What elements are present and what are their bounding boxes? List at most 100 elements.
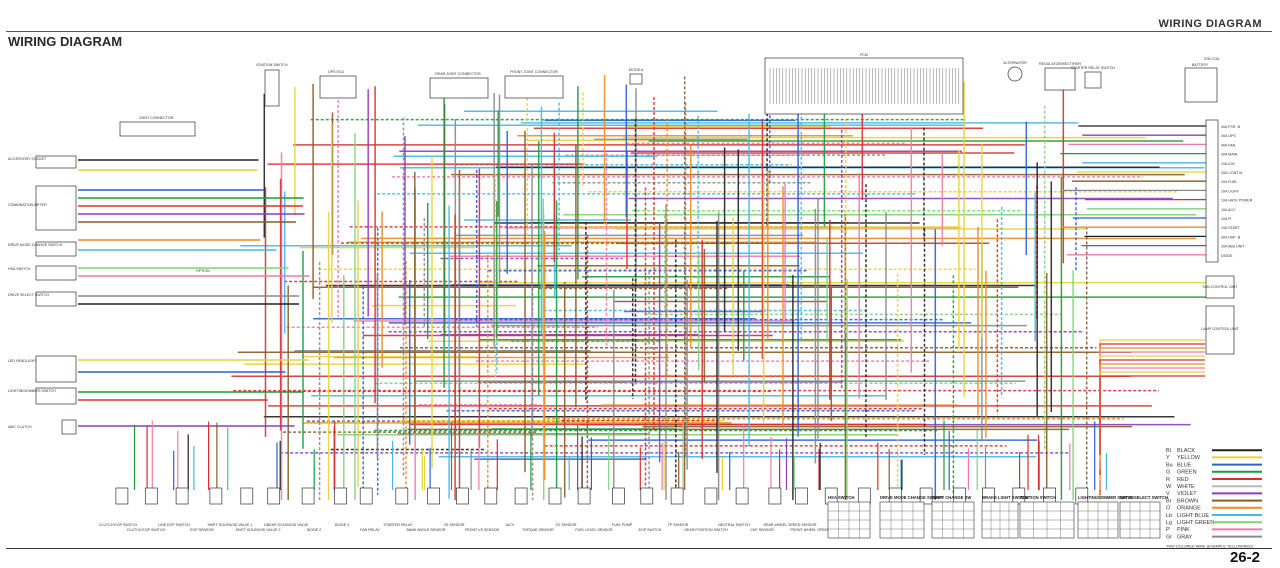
fuse-label-3: 30A MAIN (1221, 153, 1238, 157)
legend-name-6: VIOLET (1177, 491, 1197, 497)
right-label-2: LAMP CONTROL UNIT (1201, 327, 1239, 331)
fuse-column (1205, 119, 1219, 263)
fuse-label-10: 10A FI (1221, 217, 1231, 221)
legend-code-6: V (1166, 491, 1170, 497)
bottom-connector-box (359, 487, 373, 505)
bottom-connector-box (514, 487, 528, 505)
legend-name-9: LIGHT BLUE (1177, 513, 1209, 519)
bottom-connector-box (795, 487, 808, 505)
bottom-label-25: FRONT WHEEL SPEED SENSOR (790, 528, 846, 532)
legend-name-10: LIGHT GREEN (1177, 520, 1214, 526)
legend-name-1: YELLOW (1177, 455, 1201, 461)
left-component-box (35, 155, 77, 169)
bottom-connector-box (209, 487, 223, 505)
fuse-label-8: 10A HAYE POWER (1221, 199, 1253, 203)
legend-name-0: BLACK (1177, 448, 1195, 454)
bottom-connector-box (240, 487, 254, 505)
legend-code-12: Gr (1166, 534, 1172, 540)
bottom-connector-box (175, 487, 189, 505)
legend-code-2: Bu (1166, 462, 1173, 468)
top-label-10: BATTERY (1192, 63, 1209, 67)
fuse-label-11: 10A START (1221, 226, 1240, 230)
bottom-label-9: FAN RELAY (360, 528, 380, 532)
legend-name-7: BROWN (1177, 498, 1198, 504)
header-section-title: WIRING DIAGRAM (1158, 18, 1262, 30)
wire-layer (78, 75, 1210, 500)
fuse-label-9: 10A ACC (1221, 208, 1236, 212)
legend-note: TWO COLORED WIRE (EXAMPLE YELLOW/RED) (1166, 545, 1254, 549)
bottom-connector-box (640, 487, 654, 505)
bottom-connector-box (395, 487, 409, 505)
fuse-label-5: 20A CONT M (1221, 171, 1242, 175)
left-component-box (35, 241, 77, 257)
bottom-connector-box (735, 487, 749, 505)
legend-code-7: Br (1166, 498, 1172, 504)
bottom-label-17: FUEL LEVEL SENSOR (575, 528, 613, 532)
top-label-5: DIODE A (629, 68, 644, 72)
fan-control-unit-box (1205, 275, 1235, 299)
left-component-box (35, 185, 77, 231)
bottom-connector-box (857, 487, 871, 505)
left-label-0: ACCESSORY SOCKET (8, 157, 47, 161)
legend-name-12: GRAY (1177, 534, 1193, 540)
legend-name-2: BLUE (1177, 462, 1192, 468)
bottom-connector-box (704, 487, 718, 505)
bottom-connector-box (1012, 487, 1026, 505)
left-label-5: LED HEADLIGHT (8, 359, 37, 363)
switch-table-title-1: DRIVE MODE CHANGE SWITCH (880, 495, 944, 500)
legend-name-11: PINK (1177, 527, 1190, 533)
wire (1099, 355, 1205, 480)
bottom-label-7: DIODE 2 (307, 528, 321, 532)
header-rule (6, 31, 1272, 32)
page-title: WIRING DIAGRAM (8, 34, 123, 49)
fuse-label-12: 30A HSP -B (1221, 235, 1241, 239)
top-label-9: STARTER RELAY SWITCH (1071, 66, 1115, 70)
bottom-label-13: FRONT VS SENSOR (465, 528, 500, 532)
top-label-8: REGULATOR/RECTIFIER (1039, 62, 1081, 66)
bottom-label-15: TORQUE SENSOR (522, 528, 554, 532)
legend-code-4: R (1166, 477, 1170, 483)
fuse-label-0: 40A FSR -B (1221, 125, 1241, 129)
legend-name-4: RED (1177, 477, 1189, 483)
fuse-label-13: 20A ABS UNIT (1221, 245, 1245, 249)
top-label-3: REAR JOINT CONNECTOR (435, 72, 481, 76)
page-number: 26-2 (1229, 549, 1260, 566)
top-label-6: PCM (860, 53, 868, 57)
legend-name-3: GREEN (1177, 470, 1197, 476)
right-component-labels: IGN COIL FAN CONTROL UNIT LAMP CONTROL UNI… (1201, 57, 1239, 331)
bottom-label-23: CKP SENSOR (750, 528, 774, 532)
legend-name-5: WHITE (1177, 484, 1195, 490)
diode-a-box (629, 73, 643, 85)
fuse-label-7: 10A LIGHT (1221, 189, 1240, 193)
left-label-2: DRIVE MODE CHANGE SWITCH (8, 243, 63, 247)
bottom-label-21: GEAR POSITION SWITCH (684, 528, 728, 532)
bottom-label-22: NEUTRAL SWITCH (718, 523, 750, 527)
footer-rule (6, 548, 1272, 549)
starter-relay-box (1084, 71, 1102, 89)
top-label-2: OPS ECU (328, 70, 345, 74)
front-joint-connector-box (504, 75, 564, 99)
bottom-label-14: IACV (506, 523, 515, 527)
top-label-0: JOINT CONNECTOR (139, 116, 174, 120)
legend-code-1: Y (1166, 455, 1170, 461)
bottom-connector-box (768, 487, 782, 505)
bottom-label-11: BANK ANGLE SENSOR (407, 528, 446, 532)
bottom-label-1: CLUTCH EOP SWITCH (127, 528, 166, 532)
legend-code-8: O (1166, 506, 1171, 512)
fuse-label-2: 40A FAN (1221, 143, 1236, 147)
bottom-label-8: DIODE 3 (335, 523, 349, 527)
right-label-0: IGN COIL (1204, 57, 1220, 61)
switch-table-title-5: LIGHTING/DIMMER SWITCH (1078, 495, 1134, 500)
right-label-1: FAN CONTROL UNIT (1203, 285, 1239, 289)
bottom-connector-box (548, 487, 562, 505)
bottom-connector-box (919, 487, 933, 505)
switch-table-title-6: DRIVE SELECT SWITCH (1120, 495, 1168, 500)
bottom-connector-box (144, 487, 158, 505)
bottom-label-24: REAR WHEEL SPEED SENSOR (764, 523, 817, 527)
bottom-connector-box (115, 487, 129, 505)
